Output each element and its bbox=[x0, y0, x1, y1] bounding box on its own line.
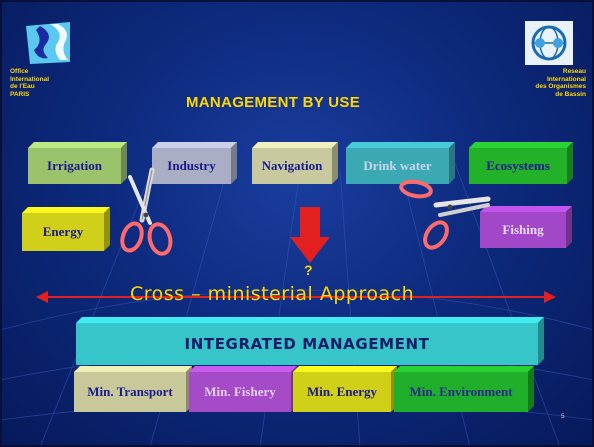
left-org-line: de l'Eau bbox=[10, 83, 35, 90]
box-side-face bbox=[567, 142, 573, 184]
box-top-face bbox=[346, 142, 455, 148]
box-label: Energy bbox=[22, 213, 104, 251]
box-side-face bbox=[566, 206, 572, 248]
box-side-face bbox=[332, 142, 338, 184]
use-box-energy: Energy bbox=[22, 207, 110, 251]
box-top-face bbox=[152, 142, 237, 148]
box-label: Navigation bbox=[252, 148, 332, 184]
question-mark: ? bbox=[304, 262, 313, 278]
ministry-box-environment: Min. Environment bbox=[394, 366, 534, 412]
box-top-face bbox=[189, 366, 297, 372]
left-org-name: Office International de l'Eau PARIS bbox=[10, 68, 49, 98]
down-arrow-icon bbox=[290, 207, 330, 263]
slide-title: MANAGEMENT BY USE bbox=[186, 94, 361, 111]
box-top-face bbox=[252, 142, 338, 148]
ministry-box-transport: Min. Transport bbox=[74, 366, 192, 412]
right-org-line: Reseau bbox=[562, 68, 586, 75]
right-org-name: Reseau International des Organismes de B… bbox=[500, 68, 586, 98]
use-box-fishing: Fishing bbox=[480, 206, 572, 248]
box-label: Drink water bbox=[346, 148, 449, 184]
use-box-irrigation: Irrigation bbox=[28, 142, 127, 184]
use-box-ecosystems: Ecosystems bbox=[469, 142, 573, 184]
double-arrow-icon bbox=[36, 291, 556, 303]
box-top-face bbox=[293, 366, 397, 372]
box-side-face bbox=[231, 142, 237, 184]
box-top-face bbox=[480, 206, 572, 212]
box-top-face bbox=[22, 207, 110, 213]
box-side-face bbox=[528, 366, 534, 412]
use-box-drink-water: Drink water bbox=[346, 142, 455, 184]
box-side-face bbox=[538, 317, 544, 365]
use-box-navigation: Navigation bbox=[252, 142, 338, 184]
box-side-face bbox=[121, 142, 127, 184]
box-side-face bbox=[104, 207, 110, 251]
left-org-line: International bbox=[10, 75, 50, 83]
right-org-line: International bbox=[546, 75, 586, 83]
left-org-line: Office bbox=[10, 68, 29, 75]
box-label: Min. Transport bbox=[74, 372, 186, 412]
page-number: 5 bbox=[561, 413, 565, 420]
box-top-face bbox=[74, 366, 192, 372]
left-org-line: PARIS bbox=[10, 90, 30, 98]
box-label: Irrigation bbox=[28, 148, 121, 184]
box-top-face bbox=[76, 317, 544, 323]
box-top-face bbox=[394, 366, 534, 372]
approach-label: Cross – ministerial Approach bbox=[130, 283, 415, 305]
use-box-industry: Industry bbox=[152, 142, 237, 184]
oieau-logo-icon bbox=[26, 22, 70, 64]
box-label: Fishing bbox=[480, 212, 566, 248]
box-label: Min. Environment bbox=[394, 372, 528, 412]
right-org-line: de Bassin bbox=[555, 90, 586, 98]
box-top-face bbox=[28, 142, 127, 148]
right-org-line: des Organismes bbox=[535, 83, 586, 90]
ministry-box-fishery: Min. Fishery bbox=[189, 366, 297, 412]
scissors-icon bbox=[399, 179, 491, 250]
box-side-face bbox=[449, 142, 455, 184]
integrated-management-box: INTEGRATED MANAGEMENT bbox=[76, 317, 544, 365]
scissors-icon bbox=[120, 167, 173, 256]
riob-globe-icon bbox=[525, 21, 573, 65]
box-label: INTEGRATED MANAGEMENT bbox=[76, 323, 538, 365]
box-label: Min. Fishery bbox=[189, 372, 291, 412]
box-label: Industry bbox=[152, 148, 231, 184]
box-label: Ecosystems bbox=[469, 148, 567, 184]
box-label: Min. Energy bbox=[293, 372, 391, 412]
ministry-box-energy: Min. Energy bbox=[293, 366, 397, 412]
box-top-face bbox=[469, 142, 573, 148]
